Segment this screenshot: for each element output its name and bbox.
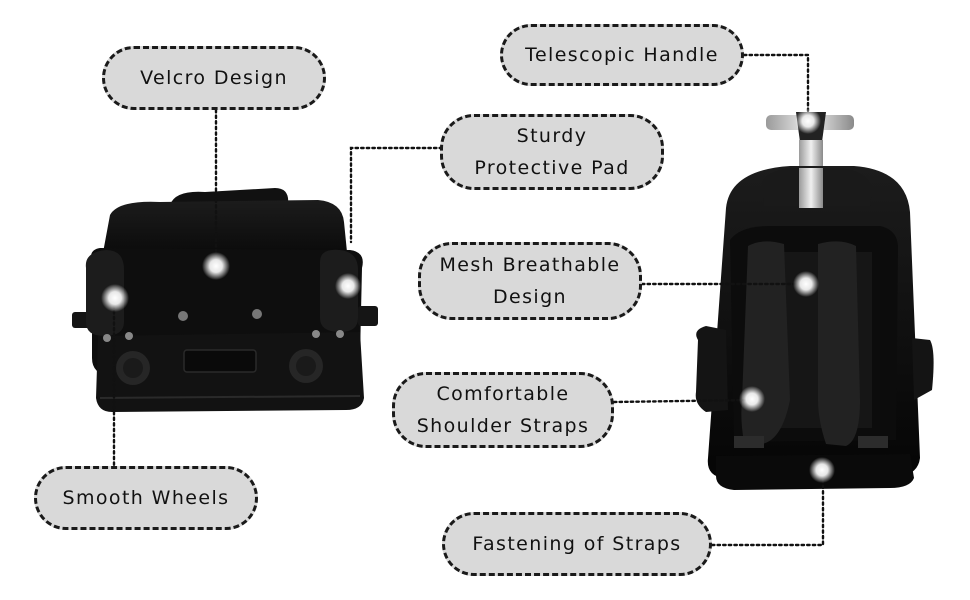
callout-shoulder-line2: Shoulder Straps — [416, 415, 590, 437]
callout-mesh-line1: Mesh Breathable — [439, 254, 621, 276]
bag-bottom-view — [72, 188, 378, 412]
callout-comfortable-shoulder-straps: Comfortable Shoulder Straps — [392, 372, 614, 448]
bag-back-view — [695, 112, 934, 490]
callout-velcro-label: Velcro Design — [140, 67, 288, 89]
callout-fastening-label: Fastening of Straps — [472, 533, 682, 555]
callout-sturdy-line1: Sturdy — [516, 125, 588, 147]
leader-lines — [112, 53, 825, 547]
callout-mesh-breathable-design: Mesh Breathable Design — [418, 242, 642, 320]
callout-shoulder-line1: Comfortable — [436, 383, 570, 405]
callout-smooth-wheels: Smooth Wheels — [34, 466, 258, 530]
callout-sturdy-protective-pad: Sturdy Protective Pad — [440, 114, 664, 190]
callout-sturdy-line2: Protective Pad — [474, 157, 630, 179]
callout-telescopic-label: Telescopic Handle — [525, 44, 719, 66]
callout-smooth-label: Smooth Wheels — [62, 487, 230, 509]
callout-velcro-design: Velcro Design — [102, 46, 326, 110]
callout-telescopic-handle: Telescopic Handle — [500, 24, 744, 86]
highlight-dots — [101, 108, 835, 483]
callout-mesh-line2: Design — [492, 286, 567, 308]
callout-fastening-of-straps: Fastening of Straps — [442, 512, 712, 576]
